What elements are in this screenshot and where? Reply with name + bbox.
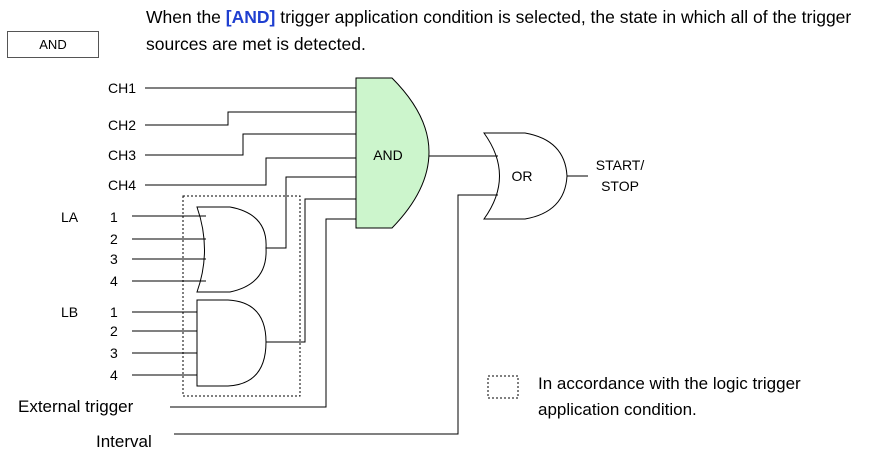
ch2-label: CH2: [108, 117, 136, 133]
lb-input-1: 1: [110, 304, 118, 320]
ch4-label: CH4: [108, 177, 136, 193]
ch3-line: [145, 133, 356, 156]
external-trigger-line: [170, 218, 356, 408]
la-output-line: [266, 176, 356, 249]
ch4-line: [145, 157, 356, 186]
lb-input-2: 2: [110, 323, 118, 339]
or-gate: [483, 132, 568, 220]
legend-text-line1: In accordance with the logic trigger: [538, 374, 801, 393]
interval-label: Interval: [96, 432, 152, 451]
and-keyword: [AND]: [225, 7, 276, 27]
interval-line: [174, 194, 498, 435]
la-input-4: 4: [110, 273, 118, 289]
ch1-label: CH1: [108, 80, 136, 96]
la-label: LA: [61, 209, 79, 225]
description-prefix: When the: [146, 7, 226, 27]
legend-dotted-box: [487, 375, 519, 399]
or-gate-label: OR: [512, 168, 533, 184]
start-stop-label-line1: START/: [596, 157, 645, 173]
lb-input-3: 3: [110, 345, 118, 361]
and-gate: [355, 77, 430, 229]
description-suffix: trigger application condition is selecte…: [146, 7, 852, 54]
and-gate-label: AND: [373, 147, 403, 163]
and-mode-button[interactable]: AND: [7, 31, 99, 58]
external-trigger-label: External trigger: [18, 397, 134, 416]
lb-output-line: [266, 198, 356, 343]
lb-input-4: 4: [110, 367, 118, 383]
logic-trigger-dotted-box: [182, 195, 301, 397]
legend-text-line2: application condition.: [538, 400, 697, 419]
description-text: When the [AND] trigger application condi…: [146, 4, 881, 58]
start-stop-label-line2: STOP: [601, 178, 639, 194]
la-input-3: 3: [110, 251, 118, 267]
lb-label: LB: [61, 304, 78, 320]
la-input-2: 2: [110, 231, 118, 247]
lb-logic-gate: [196, 299, 267, 387]
ch2-line: [145, 111, 356, 126]
la-logic-gate: [196, 206, 267, 293]
ch3-label: CH3: [108, 147, 136, 163]
la-input-1: 1: [110, 209, 118, 225]
